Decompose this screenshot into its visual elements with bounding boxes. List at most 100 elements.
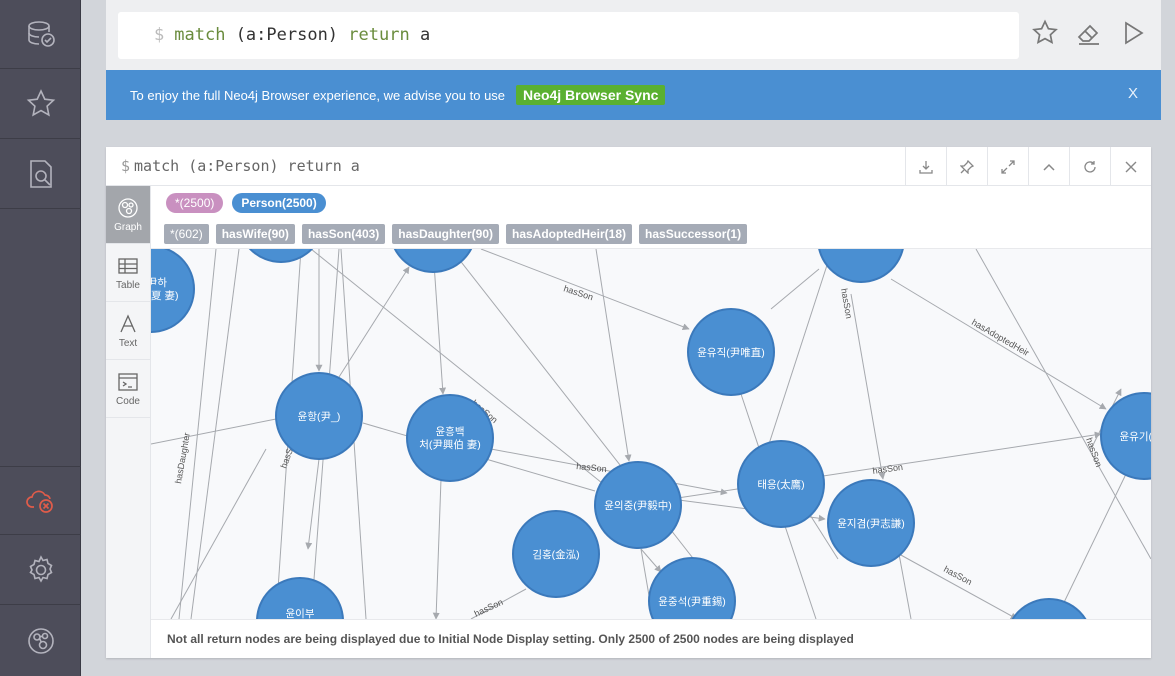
- sync-banner: To enjoy the full Neo4j Browser experien…: [106, 70, 1161, 120]
- graph-node[interactable]: 윤중석(尹重錫): [648, 557, 736, 619]
- legend-rel-all[interactable]: *(602): [164, 224, 209, 244]
- browser-sync-button[interactable]: Neo4j Browser Sync: [516, 85, 666, 105]
- download-icon[interactable]: [905, 147, 946, 186]
- label-legend-row: *(2500) Person(2500): [166, 193, 326, 213]
- rerun-refresh-icon[interactable]: [1069, 147, 1110, 186]
- collapse-chevron-up-icon[interactable]: [1028, 147, 1069, 186]
- edge[interactable]: [310, 249, 603, 484]
- legend-rel-haswife[interactable]: hasWife(90): [215, 224, 295, 244]
- legend-label-person[interactable]: Person(2500): [232, 193, 326, 213]
- graph-node[interactable]: 윤항(尹_): [275, 372, 363, 460]
- edge[interactable]: [470, 588, 527, 619]
- frame-prompt-symbol: $: [121, 157, 131, 175]
- document-search-icon[interactable]: [0, 140, 81, 209]
- svg-text:윤중석(尹重錫): 윤중석(尹重錫): [658, 595, 725, 608]
- keyword-match: match: [174, 25, 226, 45]
- edge-label: hasSon: [872, 462, 904, 476]
- frame-header: $match (a:Person) return a: [106, 147, 1151, 186]
- tab-graph[interactable]: Graph: [106, 186, 150, 244]
- legend-label-all[interactable]: *(2500): [166, 193, 224, 213]
- edge[interactable]: [898, 553, 1018, 619]
- svg-text:윤의중(尹毅中): 윤의중(尹毅中): [604, 499, 671, 512]
- svg-text:태응(太鷹): 태응(太鷹): [757, 478, 804, 491]
- svg-text:尹하: 尹하: [151, 276, 167, 289]
- run-play-icon[interactable]: [1119, 19, 1147, 52]
- svg-text:윤항(尹_): 윤항(尹_): [298, 411, 341, 423]
- close-frame-icon[interactable]: [1110, 147, 1151, 186]
- clear-eraser-icon[interactable]: [1075, 19, 1103, 52]
- legend-rel-hassuccessor[interactable]: hasSuccessor(1): [639, 224, 748, 244]
- svg-text:윤흥백: 윤흥백: [436, 425, 465, 438]
- cypher-editor-input[interactable]: $match (a:Person) return a: [118, 12, 1019, 59]
- legend-rel-hasadoptedheir[interactable]: hasAdoptedHeir(18): [505, 224, 633, 244]
- query-pattern: (a:Person): [235, 25, 339, 45]
- about-neo4j-icon[interactable]: [0, 606, 81, 675]
- svg-text:윤이부: 윤이부: [286, 608, 315, 619]
- edge[interactable]: [770, 268, 820, 310]
- edge-label: hasDaughter: [173, 432, 192, 485]
- graph-node[interactable]: [818, 249, 904, 283]
- edge[interactable]: [432, 478, 442, 619]
- edge-label: hasSon: [576, 461, 607, 474]
- graph-node[interactable]: 김홍(金泓): [512, 510, 600, 598]
- sidebar: [0, 0, 81, 676]
- edge[interactable]: [890, 278, 1107, 410]
- graph-node[interactable]: [390, 249, 476, 273]
- legend-rel-hasdaughter[interactable]: hasDaughter(90): [392, 224, 499, 244]
- code-icon: [118, 372, 138, 391]
- graph-node[interactable]: 태응(太鷹): [737, 440, 825, 528]
- result-frame: $match (a:Person) return a: [106, 147, 1151, 658]
- graph-node[interactable]: 윤지겸(尹志謙): [827, 479, 915, 567]
- node-limit-message: Not all return nodes are being displayed…: [151, 619, 1151, 658]
- favorites-star-icon[interactable]: [0, 70, 81, 139]
- tab-text[interactable]: Text: [106, 302, 150, 360]
- favorite-star-icon[interactable]: [1031, 19, 1059, 52]
- graph-node[interactable]: 윤의중(尹毅中): [594, 461, 682, 549]
- fullscreen-icon[interactable]: [987, 147, 1028, 186]
- banner-message: To enjoy the full Neo4j Browser experien…: [130, 87, 506, 103]
- svg-text:김홍(金泓): 김홍(金泓): [532, 548, 579, 561]
- svg-text:(夏 妻): (夏 妻): [151, 289, 178, 302]
- tab-graph-label: Graph: [114, 221, 142, 233]
- pin-icon[interactable]: [946, 147, 987, 186]
- graph-canvas[interactable]: hasSon hasAdoptedHeir hasSon hasSon hasS…: [151, 249, 1151, 619]
- edge[interactable]: [490, 448, 728, 496]
- graph-node[interactable]: 윤유직(尹唯直): [687, 308, 775, 396]
- edge[interactable]: [898, 553, 912, 619]
- settings-gear-icon[interactable]: [0, 536, 81, 605]
- edge[interactable]: [432, 249, 447, 395]
- edge[interactable]: [850, 293, 886, 480]
- tab-code[interactable]: Code: [106, 360, 150, 418]
- database-icon[interactable]: [0, 0, 81, 69]
- graph-node[interactable]: [238, 249, 324, 263]
- graph-node[interactable]: [1006, 598, 1092, 619]
- svg-text:윤유직(尹唯直): 윤유직(尹唯直): [697, 346, 764, 359]
- edge[interactable]: [338, 266, 410, 378]
- graph-svg[interactable]: hasSon hasAdoptedHeir hasSon hasSon hasS…: [151, 249, 1151, 619]
- edge[interactable]: [305, 458, 320, 550]
- edge[interactable]: [450, 249, 722, 595]
- frame-title[interactable]: $match (a:Person) return a: [121, 147, 360, 186]
- legend-rel-hasson[interactable]: hasSon(403): [301, 224, 386, 244]
- graph-node[interactable]: 윤흥백 처(尹興伯 妻): [406, 394, 494, 482]
- frame-toolbar: [905, 147, 1151, 186]
- tab-text-label: Text: [118, 337, 138, 349]
- disconnected-cloud-icon[interactable]: [0, 466, 81, 535]
- frame-query-text: match (a:Person) return a: [134, 157, 360, 175]
- edge[interactable]: [480, 249, 690, 331]
- graph-node[interactable]: 윤이부: [256, 577, 344, 619]
- edge[interactable]: [975, 249, 1151, 560]
- edge[interactable]: [178, 249, 217, 619]
- edge[interactable]: [640, 548, 662, 573]
- edge[interactable]: [151, 418, 277, 445]
- tab-table[interactable]: Table: [106, 244, 150, 302]
- graph-node[interactable]: 윤유기(尹: [1100, 392, 1151, 480]
- graph-node[interactable]: 尹하 (夏 妻): [151, 249, 195, 333]
- edge[interactable]: [170, 448, 267, 619]
- edge[interactable]: [595, 249, 632, 462]
- edge[interactable]: [1055, 473, 1127, 619]
- banner-close-button[interactable]: X: [1127, 85, 1138, 102]
- edge[interactable]: [190, 249, 240, 619]
- svg-text:윤유기(尹: 윤유기(尹: [1120, 431, 1151, 443]
- text-icon: [120, 313, 136, 332]
